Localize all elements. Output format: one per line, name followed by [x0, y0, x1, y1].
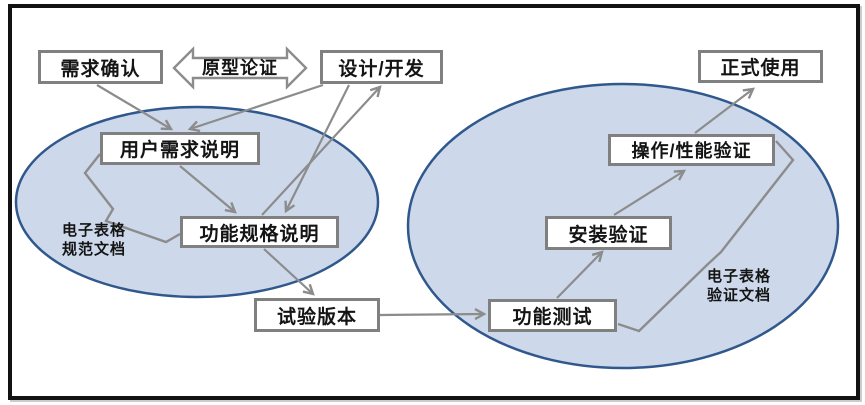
box-trial-version: 试验版本	[254, 298, 380, 332]
box-functional-test: 功能测试	[488, 299, 617, 332]
diagram-frame	[8, 4, 860, 400]
box-functional-spec: 功能规格说明	[180, 216, 339, 248]
arrow-userspec-to-funcspec	[179, 165, 237, 214]
arrow-functest-to-install	[556, 250, 604, 299]
box-operation-performance-qualification: 操作/性能验证	[608, 134, 775, 166]
spec-doc-label-line2: 规范文档	[62, 241, 127, 258]
box-user-requirement-spec: 用户需求说明	[100, 132, 260, 165]
spec-doc-label: 电子表格 规范文档	[62, 221, 126, 259]
arrow-design-to-userspec	[187, 83, 324, 133]
prototype-double-arrow	[172, 46, 308, 90]
validation-doc-label-line1: 电子表格	[707, 268, 772, 285]
arrow-funcspec-to-design	[261, 85, 382, 216]
bracket-validation-doc	[617, 140, 795, 333]
arrow-funcspec-to-trial	[263, 248, 315, 296]
arrow-trial-to-functest	[379, 308, 487, 321]
validation-doc-label: 电子表格 验证文档	[707, 267, 771, 305]
prototype-demonstration-label: 原型论证	[202, 58, 278, 78]
box-requirement-confirm: 需求确认	[38, 50, 163, 84]
arrow-design-to-funcspec	[284, 84, 350, 214]
spec-doc-label-line1: 电子表格	[62, 222, 127, 239]
box-installation-qualification: 安装验证	[545, 216, 672, 250]
arrow-install-to-opperf	[613, 169, 687, 216]
box-design-develop: 设计/开发	[320, 50, 443, 84]
validation-doc-label-line2: 验证文档	[707, 287, 772, 304]
arrow-requirement-to-userspec	[96, 84, 174, 131]
box-formal-use: 正式使用	[698, 50, 823, 83]
bracket-spec-doc	[83, 153, 181, 244]
arrow-opperf-to-formal	[694, 87, 755, 134]
